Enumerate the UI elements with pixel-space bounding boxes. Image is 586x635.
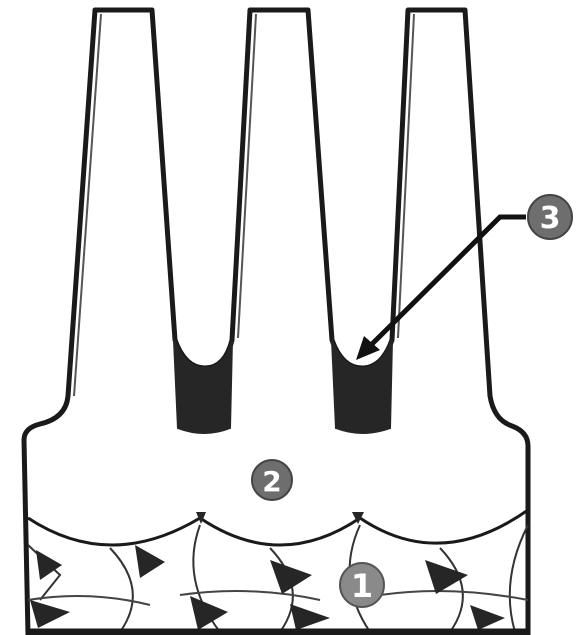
callout-1-marker: 1 [340, 563, 384, 607]
callout-3-marker: 3 [528, 195, 572, 239]
callout-2-label: 2 [262, 465, 281, 498]
callout-1-label: 1 [351, 567, 373, 605]
callout-2-marker: 2 [252, 460, 292, 500]
callout-3-label: 3 [540, 201, 561, 236]
